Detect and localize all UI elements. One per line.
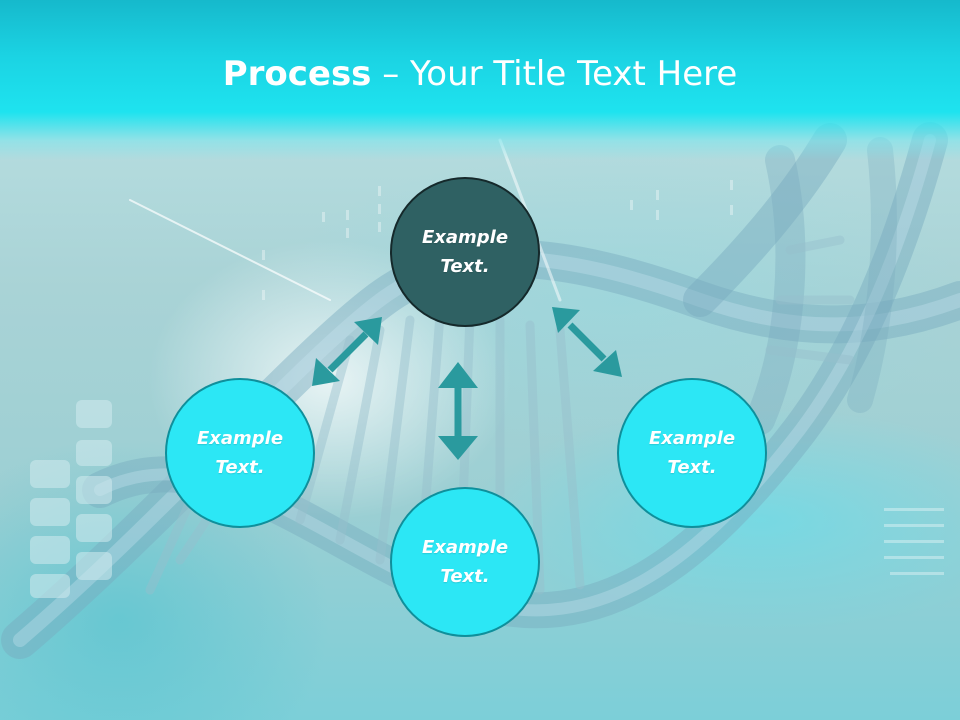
title-bold: Process [222,54,372,94]
slide-title: Process – Your Title Text Here [0,52,960,96]
process-node-bottom[interactable]: Example Text. [390,487,540,637]
node-bottom-line1: Example [421,537,509,558]
node-right-line2: Text. [667,457,717,478]
node-center-text: Example Text. [405,223,525,281]
process-node-right[interactable]: Example Text. [617,378,767,528]
title-band [0,0,960,160]
node-center-line2: Text. [440,256,490,277]
double-arrow-right [552,307,622,377]
node-bottom-line2: Text. [440,566,490,587]
double-arrow-left [312,317,382,386]
node-right-text: Example Text. [632,424,752,482]
node-left-line2: Text. [215,457,265,478]
process-node-left[interactable]: Example Text. [165,378,315,528]
double-arrow-bottom [438,362,478,460]
node-bottom-text: Example Text. [405,533,525,591]
title-rest: – Your Title Text Here [371,54,738,94]
process-node-center[interactable]: Example Text. [390,177,540,327]
node-left-line1: Example [196,428,284,449]
node-center-line1: Example [421,227,509,248]
node-left-text: Example Text. [180,424,300,482]
node-right-line1: Example [648,428,736,449]
